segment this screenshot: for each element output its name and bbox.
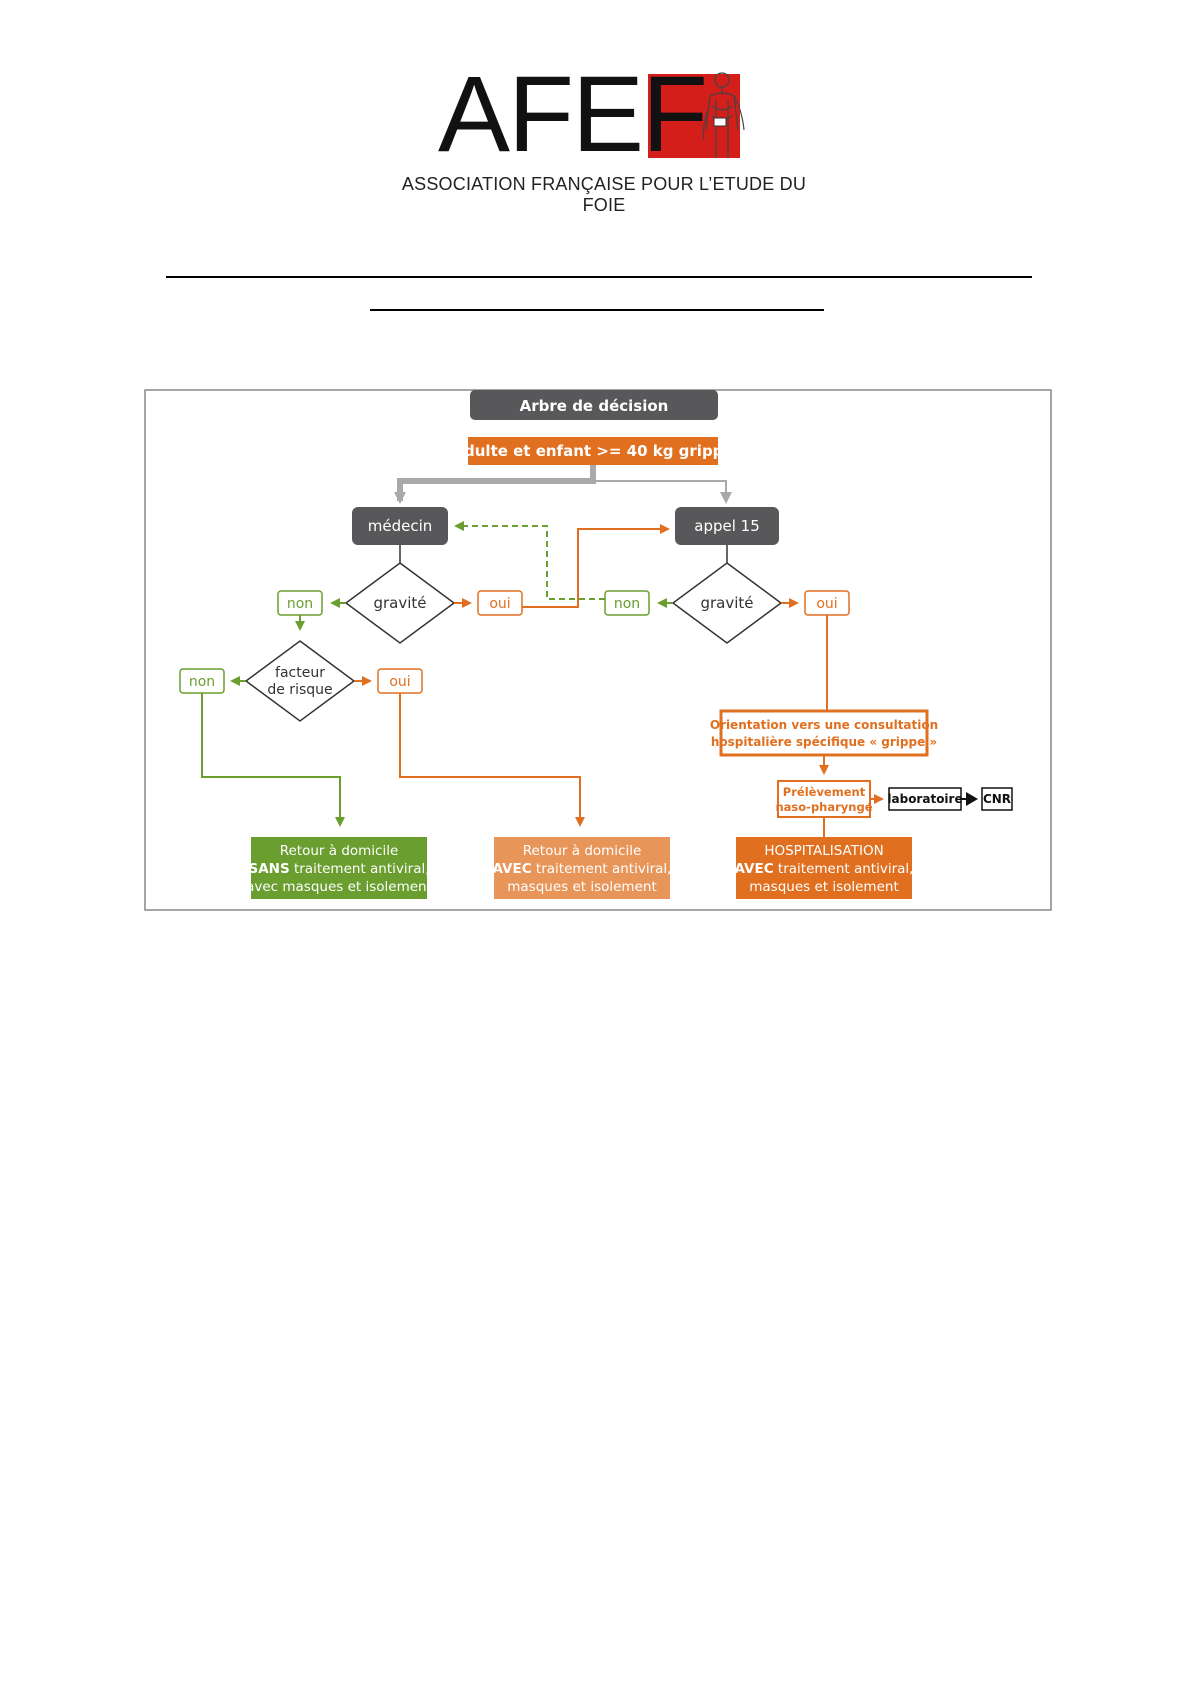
outcome-3-line2-rest: traitement antiviral, (774, 861, 914, 877)
outcome-2-line3: masques et isolement (507, 879, 657, 895)
header-rule-short (370, 309, 824, 311)
decision-tree-svg: Arbre de décision Adulte et enfant >= 40… (144, 389, 1052, 911)
prelevement-line2: naso-pharyngé (775, 800, 872, 814)
outcome-1-box (251, 837, 427, 899)
afef-logo: AFEF ASSOCIATION FRANÇAISE POUR L’ETUDE … (380, 53, 820, 216)
gravite-left-label: gravité (373, 594, 426, 612)
non-2-label: non (614, 596, 640, 612)
appel-label: appel 15 (694, 517, 760, 535)
orientation-box (719, 709, 929, 757)
non-3-label: non (189, 674, 215, 690)
medecin-label: médecin (368, 517, 433, 535)
cnr-label: CNR (983, 792, 1011, 806)
facteur-diamond (244, 640, 356, 722)
connector-oui-to-appel (522, 524, 670, 608)
start-label: Adulte et enfant >= 40 kg grippé (452, 442, 733, 460)
outcome-3-bold: AVEC (735, 861, 774, 877)
gravite-left-diamond (344, 562, 456, 644)
logo-red-block (648, 74, 740, 158)
orientation-line1: Orientation vers une consultation (710, 718, 938, 732)
outcome-1-line2: SANS traitement antiviral, (248, 861, 429, 877)
appel-box (675, 507, 779, 545)
gravite-right-diamond (671, 562, 783, 644)
outcome-1-line3: avec masques et isolement (246, 879, 432, 895)
outcome-1-line1: Retour à domicile (280, 843, 399, 859)
outcome-3-line1: HOSPITALISATION (764, 843, 883, 859)
medecin-box (352, 507, 448, 545)
non-2-box (604, 590, 650, 616)
outcome-1-bold: SANS (248, 861, 289, 877)
facteur-line2: de risque (267, 682, 332, 698)
logo-subtitle: ASSOCIATION FRANÇAISE POUR L’ETUDE DU FO… (401, 174, 807, 215)
outcome-2-box (494, 837, 670, 899)
prelevement-line1: Prélèvement (783, 785, 866, 799)
connector-to-medecin (394, 465, 596, 504)
header-rule-long (166, 276, 1032, 278)
title-tab (470, 390, 718, 420)
arrow-to-cnr-head (966, 792, 978, 806)
oui-1-box (477, 590, 523, 616)
outcome-3-box (736, 837, 912, 899)
decision-tree-diagram: Arbre de décision Adulte et enfant >= 40… (144, 389, 1052, 911)
oui-3-label: oui (389, 674, 410, 690)
diagram-title: Arbre de décision (520, 397, 669, 415)
outcome-1-line2-rest: traitement antiviral, (290, 861, 430, 877)
laboratoire-label: laboratoire (887, 792, 962, 806)
connector-to-outcome-2 (399, 693, 585, 827)
outcome-2-line2-rest: traitement antiviral, (532, 861, 672, 877)
outcome-3-line3: masques et isolement (749, 879, 899, 895)
non-1-label: non (287, 596, 313, 612)
logo-wordmark: AFEF (438, 53, 708, 174)
oui-2-label: oui (816, 596, 837, 612)
orientation-line2: hospitalière spécifique « grippe » (711, 735, 937, 749)
outcome-3-line2: AVEC traitement antiviral, (735, 861, 914, 877)
liver-anatomy-icon (702, 72, 745, 158)
start-box (468, 437, 718, 465)
gravite-right-label: gravité (700, 594, 753, 612)
outcome-2-bold: AVEC (493, 861, 532, 877)
connector-to-outcome-1 (201, 693, 345, 827)
cnr-box (981, 787, 1013, 811)
connector-to-appel (593, 480, 732, 504)
facteur-line1: facteur (275, 665, 325, 681)
oui-1-label: oui (489, 596, 510, 612)
outcome-2-line2: AVEC traitement antiviral, (493, 861, 672, 877)
outcome-2-line1: Retour à domicile (523, 843, 642, 859)
connector-non-to-medecin (454, 521, 605, 600)
diagram-frame (144, 389, 1052, 911)
